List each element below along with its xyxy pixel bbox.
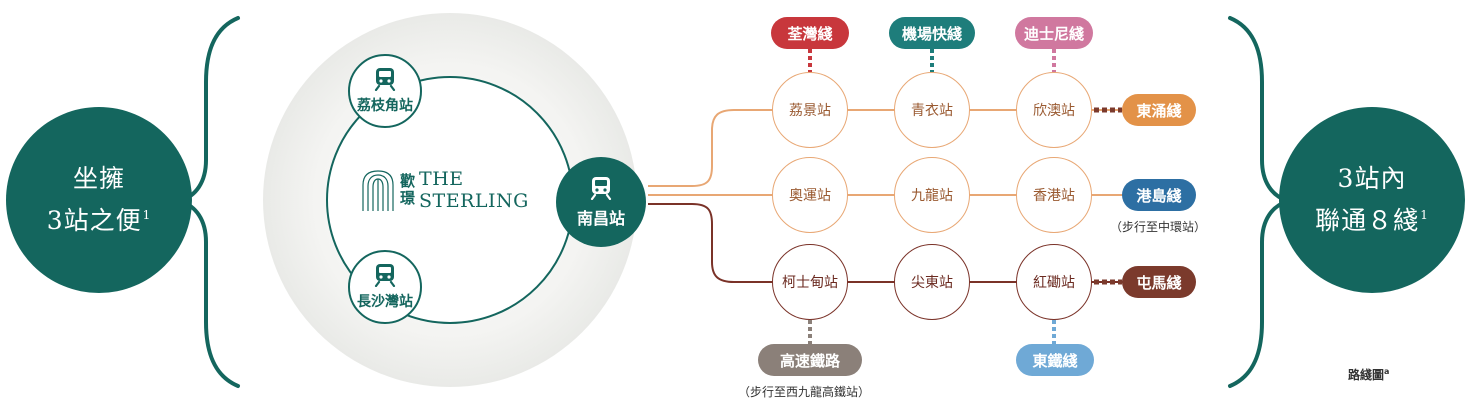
node-olympic[interactable]: 奧運站 bbox=[772, 157, 848, 233]
pill-tuen-ma-line[interactable]: 屯馬綫 bbox=[1122, 266, 1196, 298]
pill-east-rail-line[interactable]: 東鐵綫 bbox=[1016, 344, 1094, 376]
pill-high-speed-rail[interactable]: 高速鐵路 bbox=[758, 344, 862, 376]
node-lai-king[interactable]: 荔景站 bbox=[772, 72, 848, 148]
left-badge: 坐擁 3站之便1 bbox=[6, 107, 192, 293]
left-badge-line2: 3站之便1 bbox=[47, 197, 152, 239]
route-map-label-footnote: a bbox=[1384, 367, 1390, 376]
logo-cn-top: 歡 bbox=[400, 172, 416, 190]
pill-island-line[interactable]: 港島綫 bbox=[1122, 179, 1196, 211]
note-high-speed-walk: （步行至西九龍高鐵站） bbox=[738, 385, 871, 399]
logo-en-bottom: STERLING bbox=[419, 190, 529, 212]
logo-cn-bottom: 璟 bbox=[400, 189, 416, 207]
node-tsing-yi[interactable]: 青衣站 bbox=[894, 72, 970, 148]
station-cheung-sha-wan[interactable]: 長沙灣站 bbox=[348, 250, 422, 324]
node-sunny-bay[interactable]: 欣澳站 bbox=[1016, 72, 1092, 148]
right-badge-line2: 聯通８綫1 bbox=[1315, 197, 1429, 239]
node-kowloon[interactable]: 九龍站 bbox=[894, 157, 970, 233]
node-hung-hom[interactable]: 紅磡站 bbox=[1016, 244, 1092, 320]
station-lai-chi-kok[interactable]: 荔枝角站 bbox=[348, 54, 422, 128]
node-east-tsim-sha-tsui[interactable]: 尖東站 bbox=[894, 244, 970, 320]
route-map-label: 路綫圖a bbox=[1348, 366, 1389, 383]
station-label: 長沙灣站 bbox=[357, 294, 413, 310]
the-sterling-logo: 歡 璟 THE STERLING bbox=[360, 168, 529, 212]
route-map-label-text: 路綫圖 bbox=[1348, 368, 1385, 382]
logo-chinese: 歡 璟 bbox=[400, 173, 415, 207]
right-badge-line2-text: 聯通８綫 bbox=[1315, 206, 1420, 235]
station-nam-cheong-hub[interactable]: 南昌站 bbox=[556, 157, 646, 247]
pill-tung-chung-line[interactable]: 東涌綫 bbox=[1122, 94, 1196, 126]
train-icon bbox=[374, 264, 396, 287]
right-badge-footnote: 1 bbox=[1420, 208, 1429, 222]
left-badge-footnote: 1 bbox=[142, 208, 152, 222]
logo-english: THE STERLING bbox=[419, 168, 529, 212]
logo-en-top: THE bbox=[419, 168, 464, 190]
station-label: 荔枝角站 bbox=[357, 98, 413, 114]
right-badge: 3站內 聯通８綫1 bbox=[1279, 107, 1465, 293]
pill-disneyland-line[interactable]: 迪士尼綫 bbox=[1015, 17, 1093, 49]
arch-logo-icon bbox=[362, 170, 394, 211]
right-badge-line1: 3站內 bbox=[1337, 164, 1407, 193]
pill-tsuen-wan-line[interactable]: 荃灣綫 bbox=[771, 17, 849, 49]
node-hong-kong[interactable]: 香港站 bbox=[1016, 157, 1092, 233]
station-label: 南昌站 bbox=[576, 208, 625, 228]
train-icon bbox=[590, 176, 612, 200]
route-line-3 bbox=[648, 203, 1128, 283]
note-island-walk: （步行至中環站） bbox=[1110, 220, 1207, 234]
left-badge-line2-text: 3站之便 bbox=[46, 206, 142, 235]
node-austin[interactable]: 柯士甸站 bbox=[772, 244, 848, 320]
pill-airport-express[interactable]: 機場快綫 bbox=[889, 17, 975, 49]
left-badge-line1: 坐擁 bbox=[72, 164, 125, 193]
route-line-1 bbox=[648, 109, 1128, 187]
train-icon bbox=[374, 68, 396, 91]
